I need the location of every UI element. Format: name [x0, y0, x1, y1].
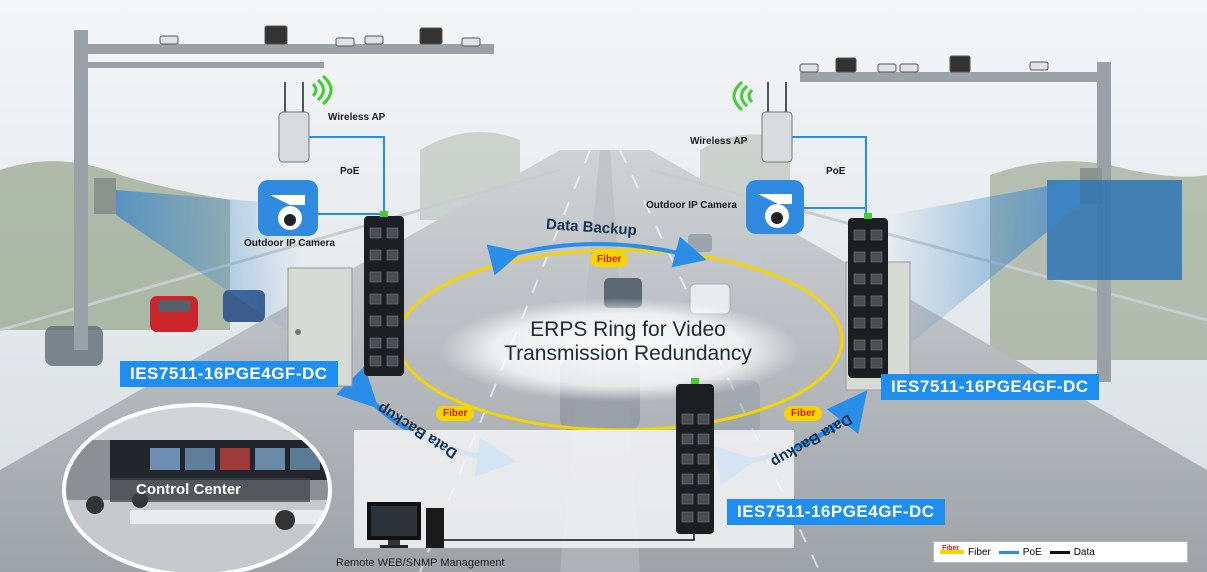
legend-poe-label: PoE	[1022, 546, 1042, 558]
switch-left-model-label: IES7511-16PGE4GF-DC	[120, 361, 338, 387]
switch-bottom-icon	[676, 378, 714, 534]
poe-left-label: PoE	[340, 166, 360, 177]
legend-poe-swatch	[998, 550, 1019, 554]
legend-data-swatch	[1049, 550, 1070, 554]
legend-fiber-swatch: Fiber	[940, 545, 964, 554]
camera-right-label: Outdoor IP Camera	[646, 200, 737, 211]
switch-right-model-label: IES7511-16PGE4GF-DC	[881, 374, 1099, 400]
ring-title-line-1: ERPS Ring for Video	[530, 318, 726, 341]
fiber-right-badge: Fiber	[784, 406, 823, 421]
wireless-ap-right-icon	[732, 80, 793, 163]
poe-right-label: PoE	[826, 166, 846, 177]
fiber-left-badge: Fiber	[436, 406, 475, 421]
legend-data-label: Data	[1073, 546, 1095, 558]
switch-bottom-model-label: IES7511-16PGE4GF-DC	[727, 499, 945, 525]
legend-poe: PoE	[998, 546, 1042, 558]
legend-fiber-mini-label: Fiber	[942, 545, 960, 552]
switch-right-icon	[848, 213, 888, 378]
wireless-ap-right-label: Wireless AP	[690, 136, 748, 147]
camera-left-label: Outdoor IP Camera	[244, 238, 335, 249]
legend-fiber-label: Fiber	[968, 546, 991, 558]
legend: Fiber Fiber PoE Data	[933, 541, 1188, 563]
ring-title-line-2: Transmission Redundancy	[504, 342, 752, 365]
control-center-label: Control Center	[136, 481, 241, 498]
ring-title: ERPS Ring for Video Transmission Redunda…	[478, 318, 778, 366]
legend-fiber: Fiber Fiber	[940, 545, 991, 558]
legend-data: Data	[1049, 546, 1095, 558]
switch-left-icon	[364, 211, 404, 376]
wireless-ap-left-label: Wireless AP	[328, 112, 386, 123]
management-label: Remote WEB/SNMP Management	[336, 557, 505, 569]
management-pc-icon	[367, 502, 444, 548]
control-center-photo	[64, 405, 330, 572]
ptz-camera-left-icon	[258, 180, 318, 236]
ptz-camera-right-icon	[746, 180, 804, 234]
fiber-top-badge: Fiber	[590, 252, 629, 267]
wireless-ap-left-icon	[278, 74, 333, 163]
